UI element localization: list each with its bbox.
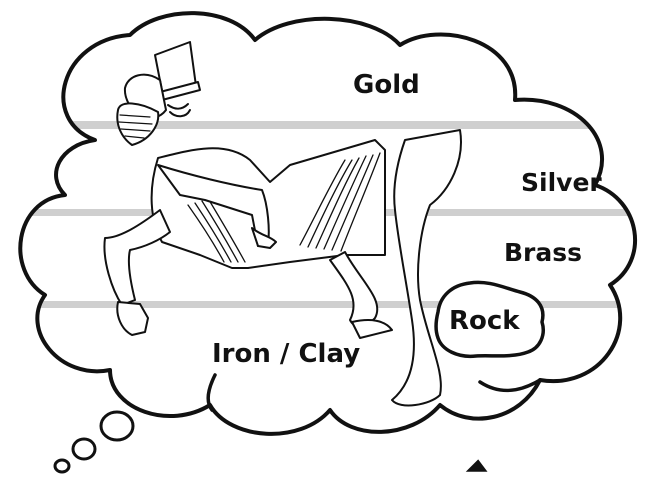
thought-bubble-dots-icon: [55, 412, 133, 472]
bubble-dot-medium: [73, 439, 95, 459]
statue-leg-front: [392, 130, 461, 405]
label-gold: Gold: [353, 72, 420, 98]
band-gold-silver: [0, 121, 652, 129]
cloud-lobe-strokes: [208, 375, 540, 470]
bubble-dot-large: [101, 412, 133, 440]
band-brass-iron: [0, 301, 652, 308]
statue-torso: [152, 140, 385, 268]
statue-arm-lower: [104, 210, 170, 305]
label-iron-clay: Iron / Clay: [212, 341, 360, 367]
label-rock: Rock: [449, 308, 520, 334]
statue-leg-back: [330, 252, 377, 326]
bubble-dot-small: [55, 460, 69, 472]
label-silver: Silver: [521, 170, 602, 195]
label-brass: Brass: [504, 240, 582, 265]
band-bottom: [0, 432, 652, 481]
